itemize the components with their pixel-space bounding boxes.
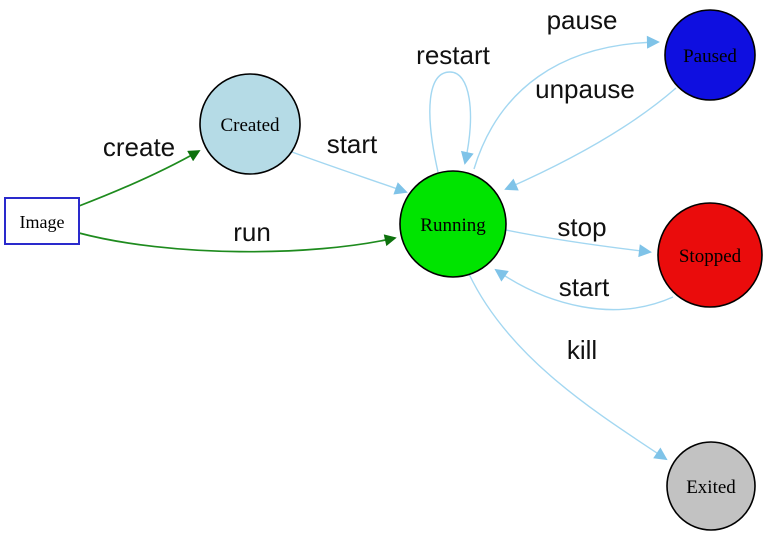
edge-run <box>78 232 397 253</box>
node-exited: Exited <box>666 441 756 531</box>
running-node-label: Running <box>420 215 486 236</box>
image-node-box <box>4 197 80 245</box>
edge-label-stop: stop <box>557 212 606 242</box>
edge-label-create: create <box>103 132 175 162</box>
exited-node-circle <box>666 441 756 531</box>
edge-label-kill: kill <box>567 335 597 365</box>
stopped-node-circle <box>657 202 763 308</box>
edge-unpause <box>504 87 677 191</box>
node-stopped: Stopped <box>657 202 763 308</box>
node-running: Running <box>399 170 507 278</box>
edge-kill <box>468 273 668 461</box>
node-paused: Paused <box>664 9 756 101</box>
node-created: Created <box>199 73 301 175</box>
created-node-label: Created <box>220 115 280 136</box>
edge-pause <box>473 35 660 170</box>
edge-label-unpause: unpause <box>535 74 635 104</box>
edge-label-pause: pause <box>547 5 618 35</box>
edge-label-start-stopped: start <box>559 272 610 302</box>
node-image: Image <box>4 197 80 245</box>
edge-label-run: run <box>233 217 271 247</box>
created-node-circle <box>199 73 301 175</box>
edge-start-stopped-running <box>494 268 674 311</box>
paused-node-label: Paused <box>683 46 737 67</box>
stopped-node-label: Stopped <box>679 246 742 267</box>
edge-restart-self-loop <box>429 71 474 173</box>
exited-node-label: Exited <box>686 477 736 498</box>
edge-label-start-created: start <box>327 129 378 159</box>
image-node-label: Image <box>20 212 65 232</box>
edge-label-restart: restart <box>416 40 490 70</box>
running-node-circle <box>399 170 507 278</box>
edge-create <box>78 150 201 207</box>
paused-node-circle <box>664 9 756 101</box>
edge-start-created-running <box>291 151 408 195</box>
edge-stop <box>505 229 652 258</box>
